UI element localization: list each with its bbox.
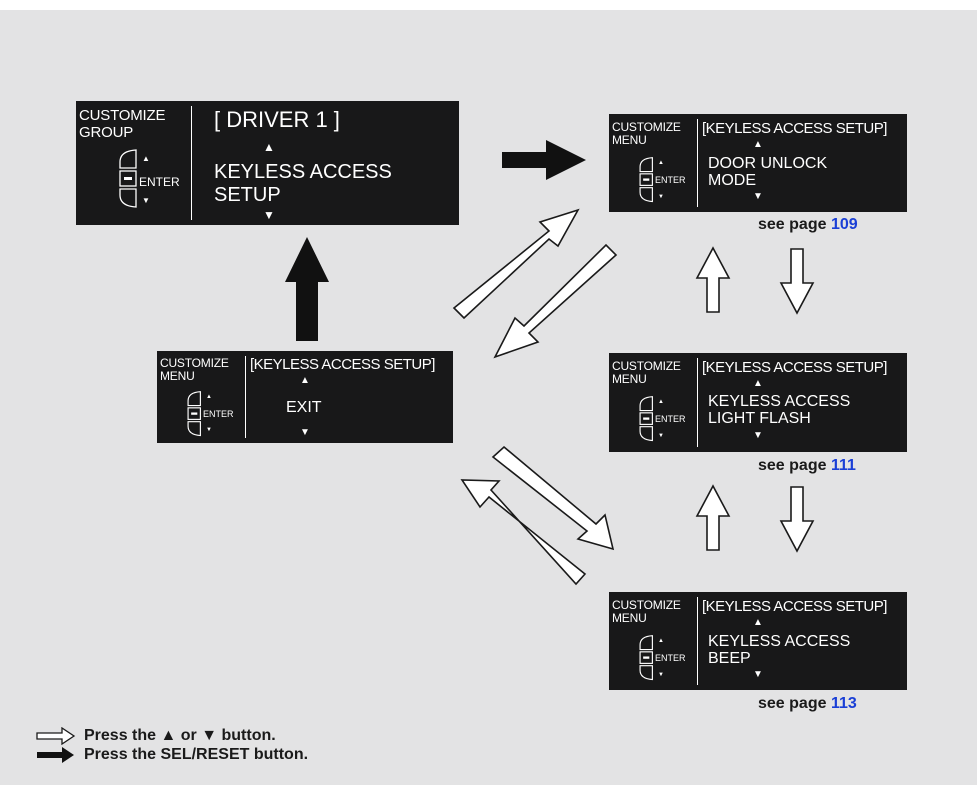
see-page-label: see page [758,457,827,474]
dial-switch-icon [639,396,653,442]
small-down-arrow-icon: ▼ [142,196,150,205]
screen-header: [KEYLESS ACCESS SETUP] [702,120,887,137]
screen-header: [KEYLESS ACCESS SETUP] [702,359,887,376]
screen-line2: MODE [708,172,756,189]
updown-arrow-exit-to-door-unlock [452,208,580,320]
dial-switch-icon [639,157,653,203]
small-down-arrow-icon: ▼ [206,427,212,433]
arrows-layer [285,140,815,586]
small-up-arrow-icon: ▲ [206,394,212,400]
outline-arrow-legend-icon [36,727,76,745]
display-down-arrow-icon: ▼ [263,208,275,222]
see-page-light-flash: see page 111 [758,457,856,475]
page-link-109[interactable]: 109 [830,216,858,233]
solid-arrow-legend-icon [37,747,74,763]
screen-caption-line1: CUSTOMIZE [612,120,681,134]
dial-switch-icon [119,149,137,208]
screen-caption-line1: CUSTOMIZE [160,356,229,370]
diagram-canvas: CUSTOMIZE GROUP ▲ ENTER ▼ [ DRIVER 1 ] ▲… [0,10,977,785]
screen-line2: BEEP [708,650,751,667]
screen-keyless-access-setup-group: CUSTOMIZE GROUP ▲ ENTER ▼ [ DRIVER 1 ] ▲… [76,101,459,225]
screen-caption-line1: CUSTOMIZE [612,598,681,612]
screen-line1: KEYLESS ACCESS [708,393,851,410]
screen-caption-line2: MENU [160,369,195,383]
screen-line1: KEYLESS ACCESS [214,161,392,183]
dial-switch-icon [639,635,653,681]
screen-caption-line1: CUSTOMIZE [79,107,166,124]
screen-caption-line2: GROUP [79,124,134,141]
screen-line1: DOOR UNLOCK [708,155,828,172]
display-down-arrow-icon: ▼ [753,669,763,680]
screen-header: [KEYLESS ACCESS SETUP] [702,598,887,615]
enter-label: ENTER [655,175,686,185]
small-down-arrow-icon: ▼ [658,672,664,678]
small-up-arrow-icon: ▲ [658,638,664,644]
small-down-arrow-icon: ▼ [658,433,664,439]
screen-line1: EXIT [286,399,322,416]
updown-arrow-door-unlock-to-exit [493,243,618,359]
screen-line1: KEYLESS ACCESS [708,633,851,650]
small-up-arrow-icon: ▲ [658,160,664,166]
screen-line2: LIGHT FLASH [708,410,811,427]
dial-switch-icon [187,391,201,437]
small-up-arrow-icon: ▲ [658,399,664,405]
updown-arrow-door-unlock-to-light-flash [779,248,815,315]
small-down-arrow-icon: ▼ [658,194,664,200]
updown-arrow-beep-to-exit [460,479,587,586]
display-up-arrow-icon: ▲ [300,375,310,386]
enter-label: ENTER [203,409,234,419]
sel-arrow-exit-to-group [285,237,329,341]
updown-arrow-beep-to-light-flash [695,484,731,551]
display-up-arrow-icon: ▲ [263,140,275,154]
screen-caption-line2: MENU [612,133,647,147]
display-down-arrow-icon: ▼ [300,427,310,438]
screen-caption-line2: MENU [612,611,647,625]
display-up-arrow-icon: ▲ [753,617,763,628]
screen-keyless-access-light-flash: CUSTOMIZE MENU ▲ ENTER ▼ [KEYLESS ACCESS… [609,353,907,452]
see-page-label: see page [758,216,827,233]
display-down-arrow-icon: ▼ [753,430,763,441]
page-link-113[interactable]: 113 [830,695,857,712]
see-page-door-unlock: see page 109 [758,216,858,234]
updown-arrow-exit-to-beep [491,445,615,551]
screen-line2: SETUP [214,184,281,206]
display-up-arrow-icon: ▲ [753,139,763,150]
enter-label: ENTER [655,653,686,663]
updown-arrow-light-flash-to-door-unlock [695,246,731,313]
small-up-arrow-icon: ▲ [142,154,150,163]
legend-solid-arrow-text: Press the SEL/RESET button. [84,746,309,763]
enter-label: ENTER [139,175,180,189]
screen-door-unlock-mode: CUSTOMIZE MENU ▲ ENTER ▼ [KEYLESS ACCESS… [609,114,907,212]
screen-exit: CUSTOMIZE MENU ▲ ENTER ▼ [KEYLESS ACCESS… [157,351,453,443]
updown-arrow-light-flash-to-beep [779,486,815,553]
see-page-beep: see page 113 [758,695,857,713]
screen-keyless-access-beep: CUSTOMIZE MENU ▲ ENTER ▼ [KEYLESS ACCESS… [609,592,907,690]
display-up-arrow-icon: ▲ [753,378,763,389]
enter-label: ENTER [655,414,686,424]
legend-outline-arrow-text: Press the ▲ or ▼ button. [84,727,276,744]
screen-header: [ DRIVER 1 ] [214,107,340,132]
sel-arrow-group-to-door-unlock [502,140,586,180]
screen-caption-line2: MENU [612,372,647,386]
see-page-label: see page [758,695,827,712]
screen-caption-line1: CUSTOMIZE [612,359,681,373]
screen-header: [KEYLESS ACCESS SETUP] [250,356,435,373]
page-link-111[interactable]: 111 [830,457,856,474]
display-down-arrow-icon: ▼ [753,191,763,202]
